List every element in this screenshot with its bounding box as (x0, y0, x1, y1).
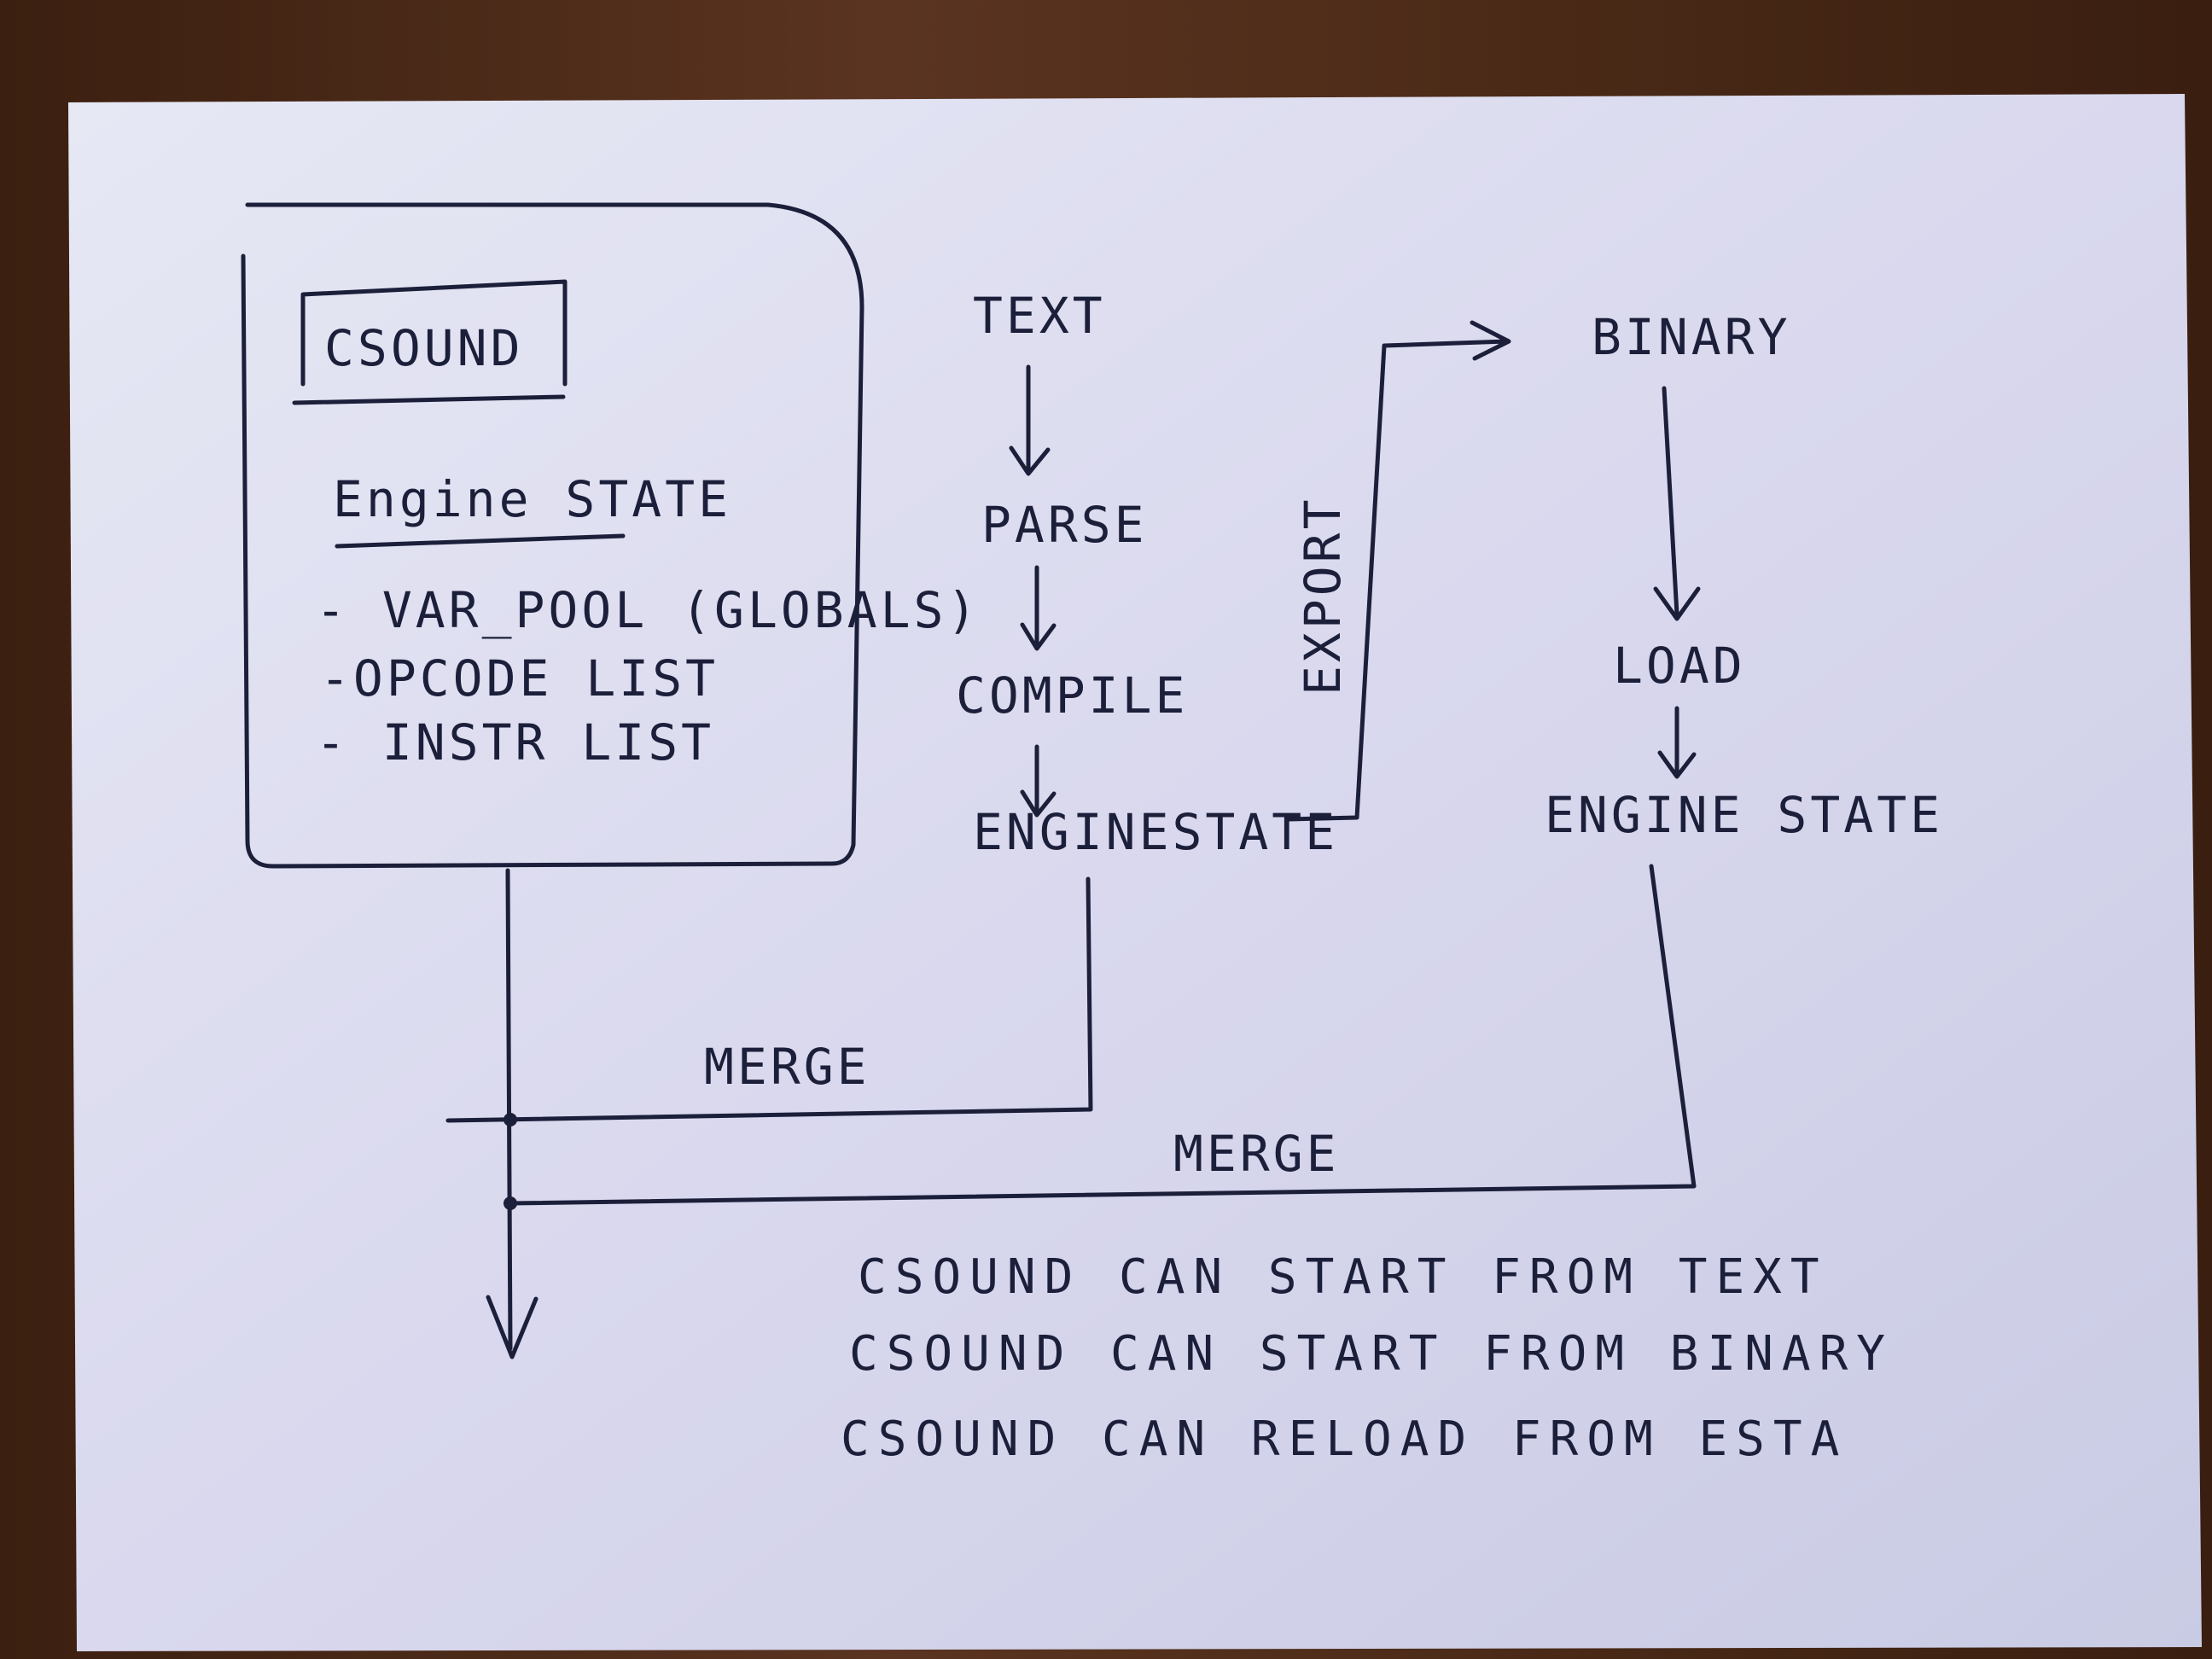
main-flow-line (486, 868, 538, 1359)
step-parse: PARSE (981, 496, 1148, 554)
step-load: LOAD (1613, 637, 1746, 695)
list-item: -OPCODE LIST (320, 649, 719, 707)
step-enginestate: ENGINESTATE (973, 803, 1338, 861)
csound-title: CSOUND (324, 319, 524, 377)
merge-node-2 (504, 1196, 517, 1210)
csound-title-box (292, 279, 568, 405)
merge-label-1: MERGE (704, 1038, 870, 1096)
step-binary-enginestate: ENGINE STATE (1545, 786, 1943, 844)
arrow-compile-enginestate (1020, 744, 1057, 818)
list-item: - VAR_POOL (GLOBALS) (316, 581, 980, 639)
merge-label-2: MERGE (1173, 1125, 1340, 1183)
arrow-text-parse (1009, 364, 1051, 476)
note-line: CSOUND CAN RELOAD FROM ESTA (841, 1412, 1848, 1467)
step-binary: BINARY (1592, 308, 1791, 366)
arrow-parse-compile (1020, 565, 1057, 651)
export-line (1286, 320, 1511, 822)
export-label: EXPORT (1294, 496, 1352, 696)
merge-line-2 (508, 864, 1697, 1206)
list-item: - INSTR LIST (316, 713, 714, 771)
arrow-load-enginestate (1657, 706, 1697, 779)
note-line: CSOUND CAN START FROM TEXT (858, 1249, 1828, 1305)
arrow-binary-load (1653, 386, 1701, 621)
heading-underline (335, 533, 626, 549)
step-text: TEXT (973, 287, 1106, 345)
merge-node-1 (504, 1113, 517, 1126)
merge-line-1 (445, 876, 1093, 1123)
engine-state-heading: Engine STATE (333, 470, 731, 528)
step-compile: COMPILE (956, 667, 1188, 725)
note-line: CSOUND CAN START FROM BINARY (849, 1326, 1894, 1382)
csound-box (241, 202, 864, 869)
